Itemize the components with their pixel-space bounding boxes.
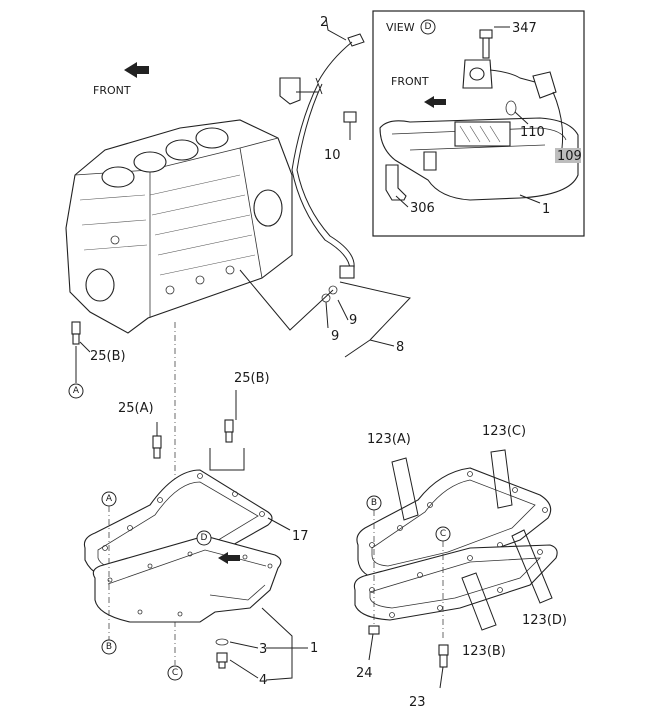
callout-9-b: 9 xyxy=(331,329,339,344)
callout-9-a: 9 xyxy=(349,313,357,328)
inset-front-arrow xyxy=(424,96,446,108)
callout-4: 4 xyxy=(259,673,267,688)
callout-25b-top: 25(B) xyxy=(90,349,126,364)
callout-24: 24 xyxy=(356,666,373,681)
inset-front-label: FRONT xyxy=(391,75,429,88)
callout-3: 3 xyxy=(259,642,267,657)
pan-front-arrow-icon xyxy=(218,552,240,564)
engine-block xyxy=(65,119,293,334)
callout-123c: 123(C) xyxy=(482,424,526,439)
front-label: FRONT xyxy=(93,84,131,97)
ref-b-pan: B xyxy=(106,642,112,652)
callout-123d: 123(D) xyxy=(522,613,567,628)
ref-b-gasket: B xyxy=(371,498,377,508)
callout-347: 347 xyxy=(512,21,537,36)
ref-d-pan: D xyxy=(201,533,208,543)
callout-1-view: 1 xyxy=(542,202,550,217)
callout-109: 109 xyxy=(557,149,582,164)
callout-10: 10 xyxy=(324,148,341,163)
callout-306: 306 xyxy=(410,201,435,216)
callout-123b: 123(B) xyxy=(462,644,506,659)
callout-25b-mid: 25(B) xyxy=(234,371,270,386)
callout-23: 23 xyxy=(409,695,426,710)
ref-a-block: A xyxy=(73,386,80,396)
callout-17: 17 xyxy=(292,529,309,544)
view-title: VIEW xyxy=(386,21,415,34)
callout-123a: 123(A) xyxy=(367,432,411,447)
callout-2: 2 xyxy=(320,15,328,30)
ref-c-gasket: C xyxy=(440,529,446,539)
ref-a-pan: A xyxy=(106,494,113,504)
front-arrow-icon xyxy=(124,62,149,78)
view-letter: D xyxy=(425,22,432,32)
callout-110: 110 xyxy=(520,125,545,140)
callout-8: 8 xyxy=(396,340,404,355)
ref-c-line: C xyxy=(172,668,178,678)
callout-109-highlight xyxy=(555,148,581,163)
view-d-inset: VIEW D FRONT 347 110 109 306 xyxy=(372,10,585,237)
callout-25a: 25(A) xyxy=(118,401,154,416)
right-lower-gasket xyxy=(353,544,558,621)
dipstick-assembly xyxy=(279,33,365,303)
callout-1-main: 1 xyxy=(310,641,318,656)
